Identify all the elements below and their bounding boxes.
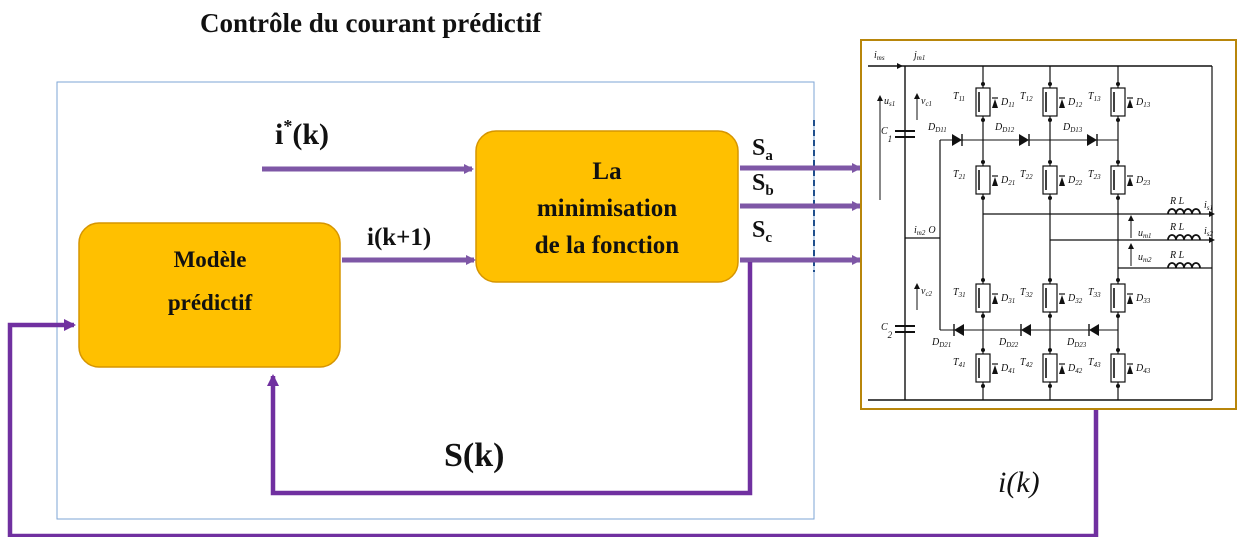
current-feedback-line	[7, 319, 1099, 537]
minimisation-line3: de la fonction	[535, 232, 680, 259]
clamp-diode-bottom-label: DD22	[998, 337, 1019, 349]
diode-label: D11	[1000, 97, 1015, 109]
freewheel-diode	[1127, 295, 1133, 304]
igbt-switch	[1110, 283, 1126, 313]
freewheel-diode	[1059, 99, 1065, 108]
igbt-switch	[1042, 283, 1058, 313]
switch-label: T31	[953, 287, 966, 299]
load-current-label: is2	[1204, 226, 1214, 238]
minimisation-line1: La	[592, 158, 622, 185]
switch-label: T11	[953, 91, 965, 103]
diode-label: D31	[1000, 293, 1015, 305]
diagram-title: Contrôle du courant prédictif	[200, 8, 542, 38]
diode-label: D33	[1135, 293, 1151, 305]
clamp-diode-top-label: DD11	[927, 122, 947, 134]
switch-label: T32	[1020, 287, 1033, 299]
um1-label: um1	[1138, 228, 1152, 240]
vc1-label: vc1	[921, 96, 932, 108]
vc2-label: vc2	[921, 286, 933, 298]
measured-current-label: i(k)	[998, 466, 1040, 499]
model-block	[78, 222, 341, 368]
igbt-switch	[1042, 87, 1058, 117]
clamp-diode-bottom	[1089, 324, 1099, 336]
freewheel-diode	[992, 295, 998, 304]
clamp-diode-top	[1087, 134, 1097, 146]
reference-label: i*(k)	[275, 116, 329, 151]
minimisation-line2: minimisation	[537, 195, 677, 222]
igbt-switch	[1110, 87, 1126, 117]
im1-label: jm1	[912, 50, 925, 62]
freewheel-diode	[992, 365, 998, 374]
sc-label: Sc	[752, 217, 772, 246]
freewheel-diode	[1059, 365, 1065, 374]
c1-label: C1	[881, 126, 892, 144]
switch-label: T42	[1020, 357, 1033, 369]
freewheel-diode	[1059, 295, 1065, 304]
igbt-switch	[975, 283, 991, 313]
igbt-switch	[1110, 353, 1126, 383]
diode-label: D41	[1000, 363, 1015, 375]
freewheel-diode	[992, 99, 998, 108]
igbt-switch	[1042, 353, 1058, 383]
sb-label: Sb	[752, 170, 774, 199]
us1-label: us1	[884, 96, 895, 108]
switch-label: T23	[1088, 169, 1101, 181]
diode-label: D22	[1067, 175, 1083, 187]
switch-label: T13	[1088, 91, 1101, 103]
switch-label: T12	[1020, 91, 1033, 103]
load-inductor	[1167, 234, 1201, 241]
clamp-diode-top-label: DD13	[1062, 122, 1083, 134]
freewheel-diode	[1127, 177, 1133, 186]
diode-label: D21	[1000, 175, 1015, 187]
igbt-switch	[975, 165, 991, 195]
model-line2: prédictif	[168, 290, 253, 315]
diode-label: D43	[1135, 363, 1151, 375]
state-label: S(k)	[444, 437, 504, 474]
load-label: R L	[1169, 222, 1185, 233]
switch-label: T43	[1088, 357, 1101, 369]
load-label: R L	[1169, 196, 1185, 207]
load-label: R L	[1169, 250, 1185, 261]
freewheel-diode	[1127, 365, 1133, 374]
rl-loads: R L R L R L	[1167, 196, 1215, 269]
igbt-switch	[1042, 165, 1058, 195]
freewheel-diode	[992, 177, 998, 186]
controller-frame	[56, 81, 815, 520]
switch-label: T22	[1020, 169, 1033, 181]
diode-label: D23	[1135, 175, 1151, 187]
ims-label: ims	[874, 50, 885, 62]
model-line1: Modèle	[174, 247, 247, 272]
load-inductor	[1167, 262, 1201, 269]
clamp-diode-bottom-label: DD21	[931, 337, 951, 349]
igbt-switch	[975, 87, 991, 117]
switch-label: T33	[1088, 287, 1101, 299]
freewheel-diode	[1127, 99, 1133, 108]
c2-label: C2	[881, 322, 893, 340]
clamp-diode-top-label: DD12	[994, 122, 1015, 134]
diode-label: D32	[1067, 293, 1083, 305]
freewheel-diode	[1059, 177, 1065, 186]
prediction-label: i(k+1)	[367, 224, 431, 251]
diode-label: D12	[1067, 97, 1083, 109]
um2-label: um2	[1138, 252, 1152, 264]
switch-label: T41	[953, 357, 966, 369]
diode-label: D42	[1067, 363, 1083, 375]
sa-label: Sa	[752, 135, 773, 164]
diode-label: D13	[1135, 97, 1151, 109]
minimisation-block	[475, 130, 739, 283]
state-feedback-line	[267, 262, 753, 496]
igbt-switch	[975, 353, 991, 383]
load-current-label: is1	[1204, 200, 1213, 212]
igbt-switch	[1110, 165, 1126, 195]
switch-label: T21	[953, 169, 966, 181]
load-inductor	[1167, 208, 1201, 215]
clamp-diode-bottom-label: DD23	[1066, 337, 1087, 349]
